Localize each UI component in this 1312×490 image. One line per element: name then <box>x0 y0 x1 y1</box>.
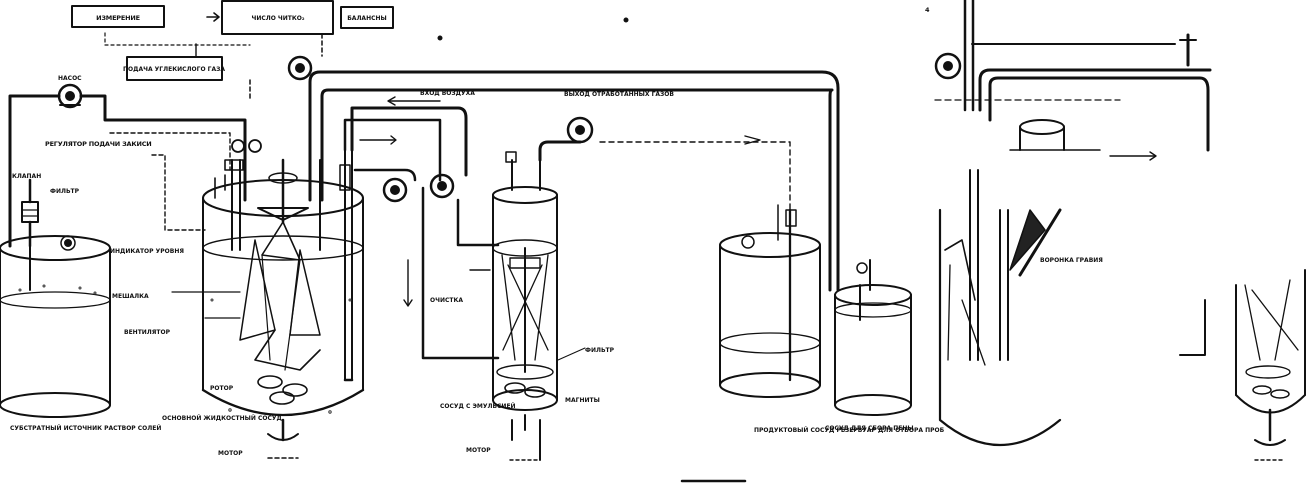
motor-left-label: МОТОР <box>218 450 243 457</box>
flow-box-2-text: ЧИСЛО ЧИТКО₂ <box>251 15 304 22</box>
gauge-icon <box>231 139 262 153</box>
flow-box-1: ИЗМЕРЕНИЕ <box>71 5 165 28</box>
gauge-icon <box>382 173 455 203</box>
emulsion-vessel <box>492 151 558 461</box>
rotor-label: РОТОР <box>210 385 234 392</box>
flow-box-3-text: БАЛАНСНЫ <box>347 15 387 22</box>
gas-outlet-label: ВЫХОД ОТРАБОТАННЫХ ГАЗОВ <box>564 91 674 98</box>
fan-label: ВЕНТИЛЯТОР <box>124 329 171 336</box>
substrate-vessel <box>0 235 111 418</box>
gauge-icon <box>566 116 594 144</box>
stirrer-label: МЕШАЛКА <box>112 293 149 300</box>
product-vessel-label: ПРОДУКТОВЫЙ СОСУД РЕЗЕРВУАР ДЛЯ ОТБОРА П… <box>754 426 945 434</box>
pump-icon <box>934 52 962 80</box>
filter-icon <box>21 178 39 248</box>
vent-left-label: КЛАПАН <box>12 173 41 180</box>
magnets-label: МАГНИТЫ <box>565 397 600 404</box>
main-vessel-label: ОСНОВНОЙ ЖИДКОСТНЫЙ СОСУД <box>162 414 282 422</box>
level-sensor-label: ИНДИКАТОР УРОВНЯ <box>110 248 184 255</box>
motor-mid-label: МОТОР <box>466 447 491 454</box>
filter-mid-label: ФИЛЬТР <box>585 347 615 354</box>
gas-supply-box: ПОДАЧА УГЛЕКИСЛОГО ГАЗА <box>123 56 225 81</box>
filter-left-label: ФИЛЬТР <box>50 188 80 195</box>
foam-collector <box>834 259 912 416</box>
vessel-mid-label: СОСУД С ЭМУЛЬСИЕЙ <box>440 402 516 410</box>
main-vessel <box>201 149 365 417</box>
pump-icon <box>57 83 83 109</box>
pump-label: НАСОС <box>58 75 82 82</box>
funnel-label: ВОРОНКА ГРАВИЯ <box>1040 257 1103 264</box>
air-inlet-label: ВХОД ВОЗДУХА <box>420 90 475 97</box>
gas-supply-label: ПОДАЧА УГЛЕКИСЛОГО ГАЗА <box>123 66 225 73</box>
figure-letter: 4 <box>925 6 930 14</box>
pump-icon <box>287 55 313 81</box>
motor-icon <box>267 418 299 459</box>
product-vessel <box>719 204 821 398</box>
collector-label: СОСУД ДЛЯ СБОРА ПЕНЫ <box>825 425 914 432</box>
side-vessel <box>1235 269 1306 461</box>
flow-box-2: ЧИСЛО ЧИТКО₂ <box>221 0 334 35</box>
substrate-vessel-label: СУБСТРАТНЫЙ ИСТОЧНИК РАСТВОР СОЛЕЙ <box>10 424 161 432</box>
flow-regulator-label: РЕГУЛЯТОР ПОДАЧИ ЗАКИСИ <box>45 140 152 148</box>
flow-box-1-text: ИЗМЕРЕНИЕ <box>96 14 140 22</box>
cleaning-label: ОЧИСТКА <box>430 297 463 304</box>
flow-box-3: БАЛАНСНЫ <box>340 6 394 29</box>
